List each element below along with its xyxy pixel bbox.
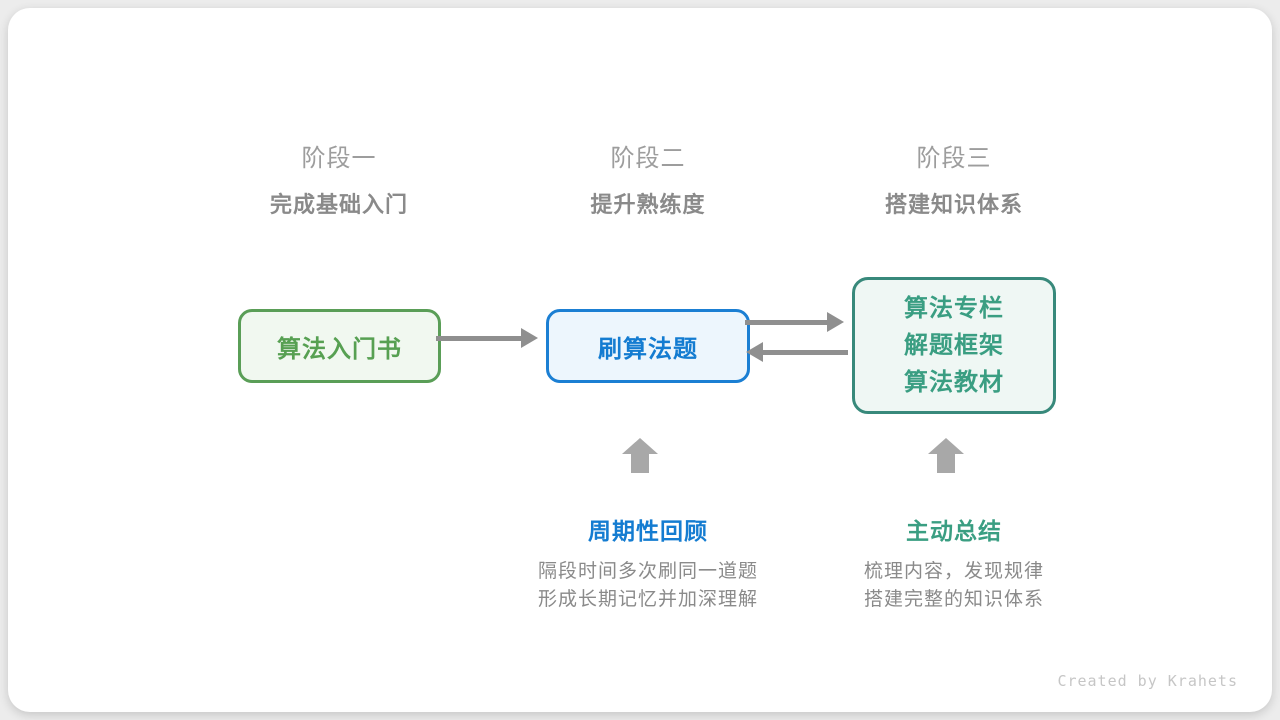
arrow-stage2-to-stage3-head-icon (827, 312, 844, 332)
annotation-summary-desc-line-1: 梳理内容，发现规律 (863, 561, 1044, 582)
stage-2-subtitle: 提升熟练度 (590, 192, 706, 217)
arrow-stage2-to-stage3-line (745, 320, 830, 325)
stage-3-subtitle: 搭建知识体系 (884, 192, 1023, 217)
arrow-stage1-to-stage2-line (436, 336, 524, 341)
node-resources-line-2: 解题框架 (904, 332, 1004, 359)
arrow-stage3-to-stage2-line (763, 350, 848, 355)
node-intro-book: 算法入门书 (238, 309, 441, 383)
node-intro-book-label: 算法入门书 (277, 335, 402, 363)
stage-3-label: 阶段三 (916, 145, 992, 172)
annotation-review-desc: 隔段时间多次刷同一道题 形成长期记忆并加深理解 (498, 558, 798, 614)
arrow-stage3-to-stage2-head-icon (746, 342, 763, 362)
arrow-stage1-to-stage2-head-icon (521, 328, 538, 348)
annotation-review-desc-line-1: 隔段时间多次刷同一道题 (537, 561, 758, 582)
annotation-summary-title: 主动总结 (906, 518, 1002, 544)
annotation-summary-desc: 梳理内容，发现规律 搭建完整的知识体系 (804, 558, 1104, 614)
stage-2-label: 阶段二 (610, 145, 686, 172)
node-knowledge-resources: 算法专栏 解题框架 算法教材 (852, 277, 1056, 414)
node-resources-line-1: 算法专栏 (904, 295, 1004, 322)
node-resources-line-3: 算法教材 (904, 369, 1004, 396)
node-practice-problems: 刷算法题 (546, 309, 750, 383)
watermark-credit: Created by Krahets (1057, 672, 1238, 690)
up-arrow-summary-icon (928, 438, 964, 454)
stage-1-subtitle: 完成基础入门 (269, 192, 408, 217)
up-arrow-review-icon (622, 438, 658, 454)
up-arrow-summary-stem (937, 454, 955, 473)
annotation-review-desc-line-2: 形成长期记忆并加深理解 (537, 589, 758, 610)
up-arrow-review-stem (631, 454, 649, 473)
stage-1-label: 阶段一 (301, 145, 377, 172)
annotation-review-title: 周期性回顾 (588, 518, 708, 544)
annotation-summary-desc-line-2: 搭建完整的知识体系 (863, 589, 1044, 610)
node-practice-problems-label: 刷算法题 (598, 335, 698, 363)
diagram-card: 阶段一 阶段二 阶段三 完成基础入门 提升熟练度 搭建知识体系 算法入门书 刷算… (8, 8, 1272, 712)
